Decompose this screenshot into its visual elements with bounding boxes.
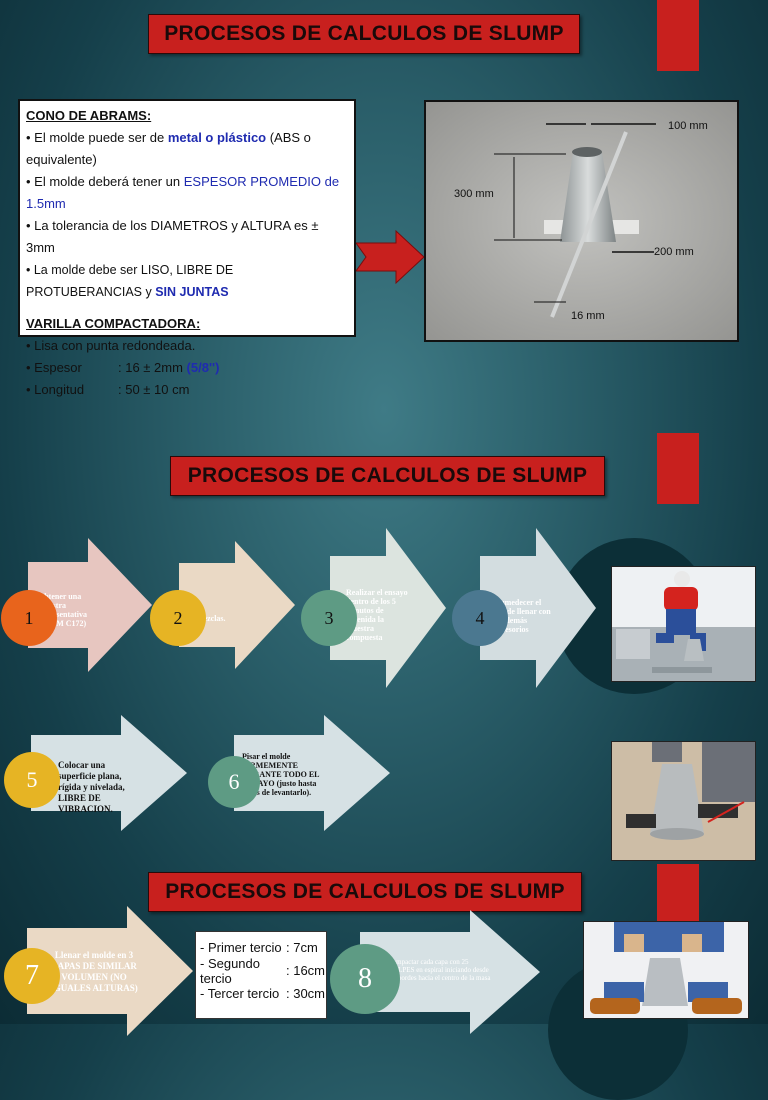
slide2-title: PROCESOS DE CALCULOS DE SLUMP bbox=[170, 456, 605, 496]
step1-badge: 1 bbox=[1, 590, 57, 646]
cone-diagram-svg bbox=[426, 102, 737, 340]
cono-heading: CONO DE ABRAMS: bbox=[26, 108, 152, 123]
tercio-row: - Tercer tercio: 30cm bbox=[200, 986, 326, 1001]
slide1-title: PROCESOS DE CALCULOS DE SLUMP bbox=[148, 14, 580, 54]
step8-arrow bbox=[360, 910, 540, 1034]
worker-photo bbox=[611, 566, 756, 682]
slide3-title-text: PROCESOS DE CALCULOS DE SLUMP bbox=[165, 880, 565, 903]
step5-arrow bbox=[31, 715, 187, 831]
tercios-table: - Primer tercio: 7cm - Segundo tercio: 1… bbox=[195, 931, 327, 1019]
step7-text: Llenar el molde en 3 CAPAS DE SIMILAR VO… bbox=[50, 950, 138, 993]
slide1-title-text: PROCESOS DE CALCULOS DE SLUMP bbox=[164, 22, 564, 45]
dim-top: 100 mm bbox=[668, 120, 708, 132]
dim-height: 300 mm bbox=[454, 188, 494, 200]
step2-text: Mezclas. bbox=[196, 614, 226, 623]
step5-badge: 5 bbox=[4, 752, 60, 808]
step4-badge: 4 bbox=[452, 590, 508, 646]
red-arrow bbox=[356, 229, 425, 285]
cone-diagram-photo: 100 mm 300 mm 200 mm 16 mm bbox=[424, 100, 739, 342]
step6-badge: 6 bbox=[208, 756, 260, 808]
step3-arrow bbox=[330, 528, 446, 688]
varilla-line1: • Lisa con punta redondeada. bbox=[26, 338, 196, 353]
step5-text: Colocar una superficie plana, rígida y n… bbox=[58, 760, 125, 814]
varilla-longitud: • Longitud: 50 ± 10 cm bbox=[26, 382, 190, 397]
mold-feet-photo bbox=[611, 741, 756, 861]
cono-line2: • El molde deberá tener un ESPESOR PROME… bbox=[26, 174, 340, 211]
dim-rod: 16 mm bbox=[571, 310, 605, 322]
varilla-espesor: • Espesor: 16 ± 2mm (5/8'') bbox=[26, 360, 220, 375]
step7-arrow bbox=[27, 906, 193, 1036]
slide2-red-tab bbox=[657, 433, 699, 504]
cono-line1: • El molde puede ser de metal o plástico… bbox=[26, 130, 311, 167]
varilla-heading: VARILLA COMPACTADORA: bbox=[26, 316, 201, 331]
step7-badge: 7 bbox=[4, 948, 60, 1004]
step2-badge: 2 bbox=[150, 590, 206, 646]
step6-arrow bbox=[234, 715, 390, 831]
step3-badge: 3 bbox=[301, 590, 357, 646]
slide3-title: PROCESOS DE CALCULOS DE SLUMP bbox=[148, 872, 582, 912]
tercio-row: - Segundo tercio: 16cm bbox=[200, 955, 326, 986]
dim-bottom: 200 mm bbox=[654, 246, 694, 258]
slide1-red-tab bbox=[657, 0, 699, 71]
slide2-title-text: PROCESOS DE CALCULOS DE SLUMP bbox=[187, 464, 588, 487]
tercio-row: - Primer tercio: 7cm bbox=[200, 940, 318, 955]
cono-line3: • La tolerancia de los DIAMETROS y ALTUR… bbox=[26, 218, 319, 255]
step4-arrow bbox=[480, 528, 596, 688]
step2-arrow bbox=[179, 541, 295, 669]
step8-badge: 8 bbox=[330, 944, 400, 1014]
step1-arrow bbox=[28, 538, 152, 672]
step8-text: Compactar cada capa con 25 GOLPES en esp… bbox=[388, 958, 491, 990]
cono-line4: • La molde debe ser LISO, LIBRE DE PROTU… bbox=[26, 263, 234, 299]
step6-text: Pisar el molde FIRMEMENTE DURANTE TODO E… bbox=[242, 752, 320, 797]
slide3-red-tab bbox=[657, 864, 699, 924]
step3-text: Realizar el ensayo dentro de los 5 minut… bbox=[346, 588, 408, 642]
cono-specs-box: CONO DE ABRAMS: • El molde puede ser de … bbox=[18, 99, 356, 397]
step4-text: Humedecer el molde llenar con los demás … bbox=[494, 598, 551, 634]
compacting-photo bbox=[583, 921, 749, 1019]
